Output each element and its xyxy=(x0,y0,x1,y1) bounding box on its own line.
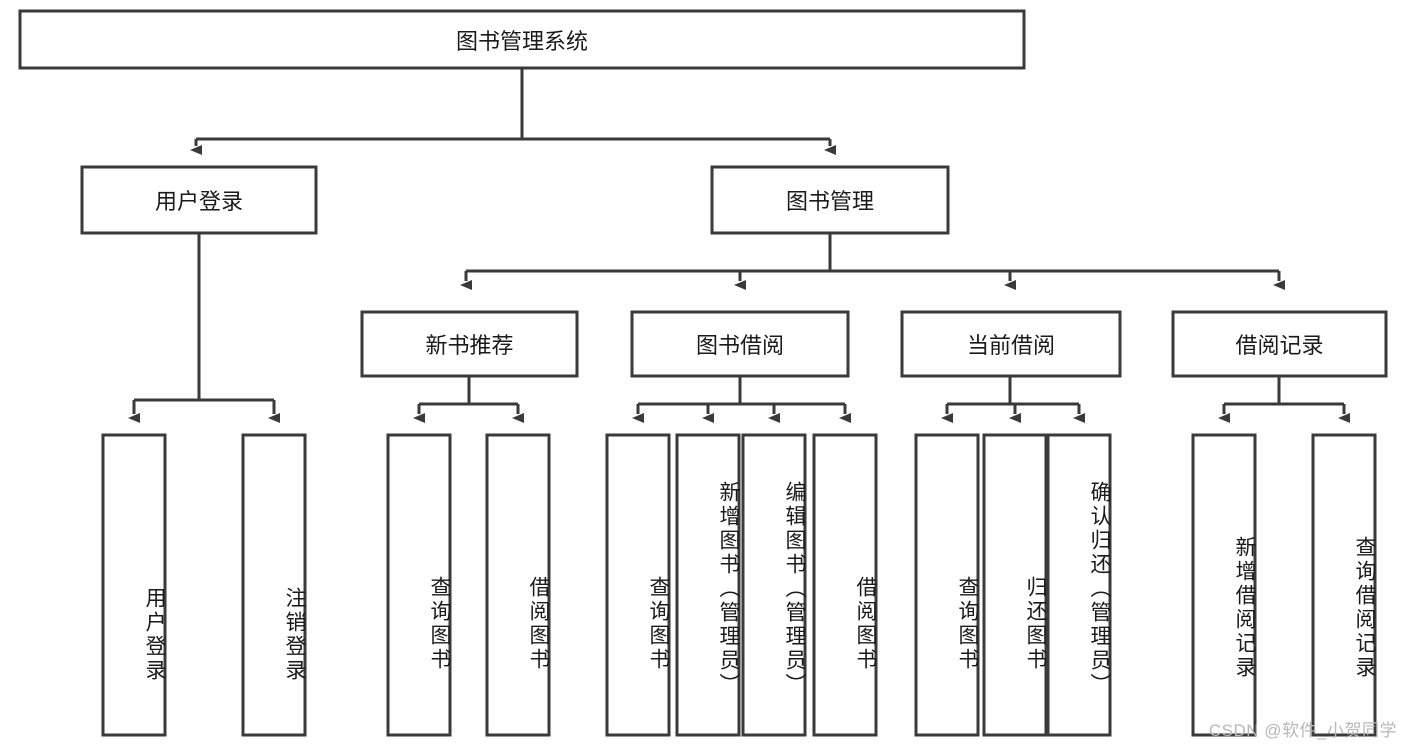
node-box-book-borrow[interactable] xyxy=(630,310,850,378)
node-box-current-borrow[interactable] xyxy=(900,310,1122,378)
node-box-leaf-edit-book-admin[interactable] xyxy=(741,433,807,737)
node-box-leaf-add-book-admin[interactable] xyxy=(675,433,741,737)
node-box-leaf-user-login[interactable] xyxy=(101,433,167,737)
node-box-leaf-borrow-book-rec[interactable] xyxy=(485,433,551,737)
node-box-borrow-records[interactable] xyxy=(1171,310,1388,378)
node-box-leaf-query-book-cur[interactable] xyxy=(914,433,980,737)
node-box-leaf-confirm-return-admin[interactable] xyxy=(1046,433,1112,737)
connectors-layer xyxy=(128,68,1350,423)
node-box-book-management[interactable] xyxy=(710,165,950,235)
node-box-leaf-query-borrow-record[interactable] xyxy=(1311,433,1377,737)
node-box-leaf-logout[interactable] xyxy=(241,433,307,737)
node-box-leaf-query-book-rec[interactable] xyxy=(386,433,452,737)
node-box-leaf-return-book[interactable] xyxy=(982,433,1048,737)
csdn-watermark: CSDN @软件_小贺同学 xyxy=(1208,721,1397,740)
node-box-leaf-borrow-book[interactable] xyxy=(812,433,878,737)
node-box-user-login[interactable] xyxy=(80,165,318,235)
boxes-layer xyxy=(18,9,1388,737)
node-box-leaf-query-book[interactable] xyxy=(605,433,671,737)
node-box-new-book-recommend[interactable] xyxy=(360,310,579,378)
node-box-leaf-add-borrow-record[interactable] xyxy=(1191,433,1257,737)
node-box-root[interactable] xyxy=(18,9,1026,70)
